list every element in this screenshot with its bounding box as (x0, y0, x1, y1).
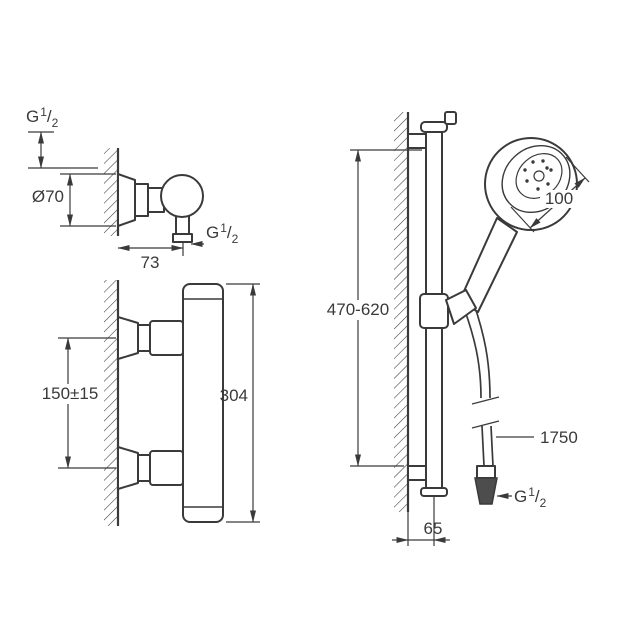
wall-union-fitting (117, 173, 204, 243)
dimension-escutcheon-diameter: Ø70 (32, 173, 116, 227)
dimension-thread-outlet: G1/2 (190, 221, 239, 247)
dim-label-body-height: 304 (220, 386, 248, 405)
shower-rail-view: 100 470-620 1750 G1/2 65 (324, 111, 590, 546)
ball-joint (160, 174, 204, 218)
dimension-hose-length: 1750 (496, 428, 578, 447)
hose-cone-nut (474, 477, 498, 505)
hand-shower-head (484, 137, 578, 231)
rail-top-cap (420, 121, 448, 133)
dim-label-hose-length: 1750 (540, 428, 578, 447)
rail-bottom-cap (420, 487, 448, 497)
dim-label-projection: 73 (141, 253, 160, 272)
dimension-body-height: 304 (220, 283, 260, 523)
dim-label-thread-outlet: G1/2 (206, 221, 239, 246)
rail-top-detail (444, 111, 457, 125)
shower-rail (407, 111, 477, 497)
dim-label-center-distance: 150±15 (42, 384, 99, 403)
dim-label-escutcheon-diameter: Ø70 (32, 187, 64, 206)
dim-label-wall-offset: 65 (424, 519, 443, 538)
lower-wall-connection (117, 446, 184, 490)
mixer-connection-side-view: G1/2 Ø70 G1/2 73 (26, 105, 239, 272)
dimension-wall-offset: 65 (392, 496, 450, 546)
union-nut (134, 183, 149, 217)
dim-label-thread-top: G1/2 (26, 105, 59, 130)
dim-label-thread-hose: G1/2 (514, 485, 547, 510)
dimension-thread-top: G1/2 (26, 105, 98, 169)
handle-socket (445, 289, 477, 325)
hose-ferrule (476, 465, 496, 479)
wall-hatching (104, 148, 120, 236)
wall-hatching (104, 280, 120, 526)
dimension-thread-hose: G1/2 (496, 485, 547, 510)
dimension-center-distance: 150±15 (38, 337, 116, 469)
escutcheon (117, 173, 136, 227)
dimension-head-diameter: 100 (510, 156, 590, 233)
hand-shower-handle (459, 217, 518, 313)
dim-label-height-range: 470-620 (327, 300, 389, 319)
mixer-front-view: 150±15 304 (38, 280, 260, 526)
upper-wall-connection (117, 316, 184, 360)
dimension-height-range: 470-620 (324, 149, 422, 467)
thermostat-body (182, 283, 224, 523)
dimension-wall-projection: 73 (117, 242, 184, 272)
outlet-nut (172, 233, 193, 243)
wall-hatching (394, 112, 410, 546)
shower-hose (463, 303, 500, 505)
dim-label-head-diameter: 100 (545, 189, 573, 208)
glider (419, 293, 449, 329)
